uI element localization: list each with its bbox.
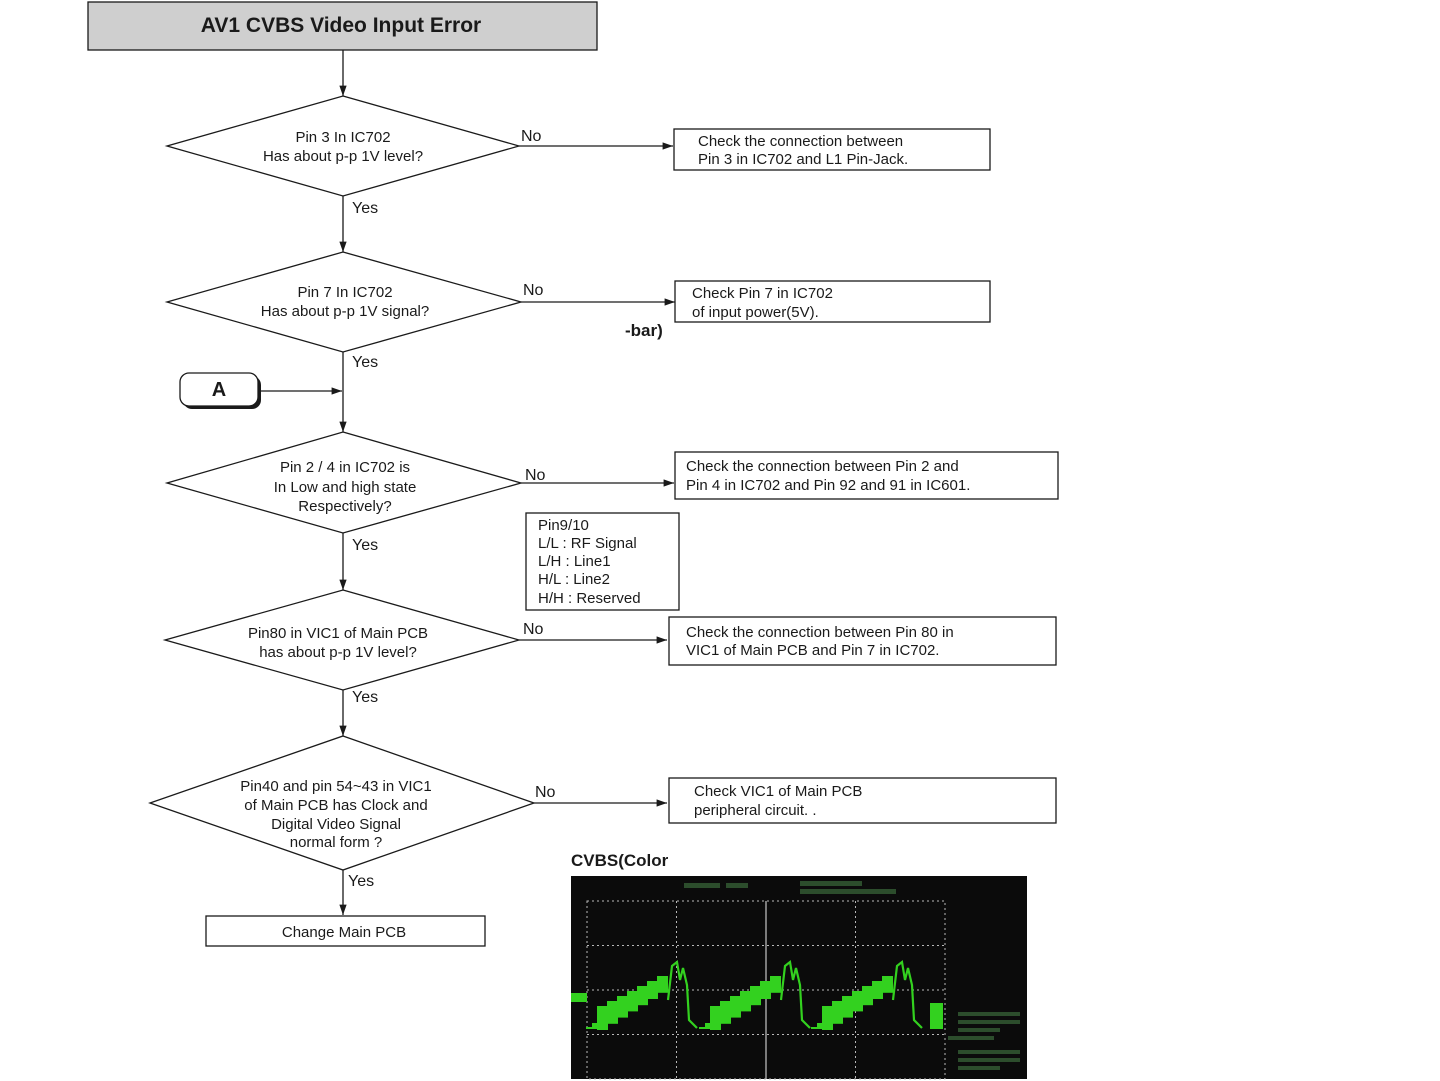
- action-box: [674, 451, 1059, 500]
- decision-3: Pin 2 / 4 in IC702 is In Low and high st…: [164, 431, 546, 554]
- final-action-box: [205, 915, 486, 947]
- decision-diamond: [164, 95, 522, 197]
- action-text-line: Check Pin 7 in IC702: [692, 285, 833, 302]
- decision-text-line: normal form ?: [290, 834, 383, 851]
- decision-text-line: Pin 3 In IC702: [295, 129, 390, 146]
- decision-text-line: Pin 2 / 4 in IC702 is: [280, 459, 410, 476]
- connector-a: A: [179, 372, 261, 409]
- action-text-line: Pin 4 in IC702 and Pin 92 and 91 in IC60…: [686, 477, 970, 494]
- yes-label: Yes: [348, 873, 374, 890]
- yes-label: Yes: [352, 689, 378, 706]
- action-text-line: Check VIC1 of Main PCB: [694, 783, 862, 800]
- decision-4: Pin80 in VIC1 of Main PCB has about p-p …: [162, 589, 544, 706]
- action-5: Check VIC1 of Main PCB peripheral circui…: [668, 777, 1057, 824]
- scope-readouts: [684, 881, 1020, 1070]
- decision-text-line: Pin40 and pin 54~43 in VIC1: [240, 778, 431, 795]
- decision-5: Pin40 and pin 54~43 in VIC1 of Main PCB …: [148, 735, 556, 890]
- decision-diamond: [162, 589, 522, 691]
- title-box: AV1 CVBS Video Input Error: [87, 1, 598, 51]
- note-line: L/L : RF Signal: [538, 535, 637, 552]
- action-2: Check Pin 7 in IC702 of input power(5V).: [674, 280, 991, 323]
- no-label: No: [535, 784, 556, 801]
- oscilloscope-image: [571, 876, 1027, 1080]
- decision-text-line: Has about p-p 1V signal?: [261, 303, 429, 320]
- note-box: [525, 512, 680, 611]
- title-text: AV1 CVBS Video Input Error: [201, 14, 481, 37]
- note-line: H/H : Reserved: [538, 590, 641, 607]
- decision-text-line: of Main PCB has Clock and: [244, 797, 427, 814]
- action-box: [673, 128, 991, 171]
- yes-label: Yes: [352, 200, 378, 217]
- scope-title: CVBS(Color: [571, 851, 669, 870]
- note-line: Pin9/10: [538, 517, 589, 534]
- action-3: Check the connection between Pin 2 and P…: [674, 451, 1059, 500]
- no-label: No: [523, 282, 544, 299]
- action-text-line: Pin 3 in IC702 and L1 Pin-Jack.: [698, 151, 908, 168]
- yes-label: Yes: [352, 354, 378, 371]
- connector-a-label: A: [212, 379, 226, 401]
- decision-text-line: Digital Video Signal: [271, 816, 401, 833]
- scope-waveform: [571, 959, 943, 1030]
- decision-text-line: Has about p-p 1V level?: [263, 148, 423, 165]
- no-label: No: [525, 467, 546, 484]
- action-box: [668, 777, 1057, 824]
- final-action: Change Main PCB: [205, 915, 486, 947]
- action-text-line: Check the connection between Pin 80 in: [686, 624, 954, 641]
- yes-label: Yes: [352, 537, 378, 554]
- decision-text-line: Pin 7 In IC702: [297, 284, 392, 301]
- decision-text-line: has about p-p 1V level?: [259, 644, 417, 661]
- no-label: No: [523, 621, 544, 638]
- action-text-line: Check the connection between Pin 2 and: [686, 458, 959, 475]
- pin-state-note: Pin9/10 L/L : RF Signal L/H : Line1 H/L …: [525, 512, 680, 611]
- action-4: Check the connection between Pin 80 in V…: [668, 616, 1057, 666]
- action-text-line: VIC1 of Main PCB and Pin 7 in IC702.: [686, 642, 939, 659]
- action-box: [668, 616, 1057, 666]
- no-label: No: [521, 128, 542, 145]
- action-text-line: peripheral circuit. .: [694, 802, 817, 819]
- decision-text-line: In Low and high state: [274, 479, 417, 496]
- decision-diamond: [164, 251, 524, 353]
- decision-diamond: [164, 431, 524, 534]
- note-line: H/L : Line2: [538, 571, 610, 588]
- decision-text-line: Respectively?: [298, 498, 391, 515]
- action-text-line: of input power(5V).: [692, 304, 819, 321]
- decision-2: Pin 7 In IC702 Has about p-p 1V signal? …: [164, 251, 544, 371]
- connector-a-box: [179, 372, 259, 407]
- decision-1: Pin 3 In IC702 Has about p-p 1V level? N…: [164, 95, 542, 217]
- decision-diamond: [148, 735, 536, 871]
- action-1: Check the connection between Pin 3 in IC…: [673, 128, 991, 171]
- bar-label: -bar): [625, 321, 663, 340]
- action-box: [674, 280, 991, 323]
- decision-text-line: Pin80 in VIC1 of Main PCB: [248, 625, 428, 642]
- final-action-text: Change Main PCB: [282, 924, 406, 941]
- note-line: L/H : Line1: [538, 553, 611, 570]
- action-text-line: Check the connection between: [698, 133, 903, 150]
